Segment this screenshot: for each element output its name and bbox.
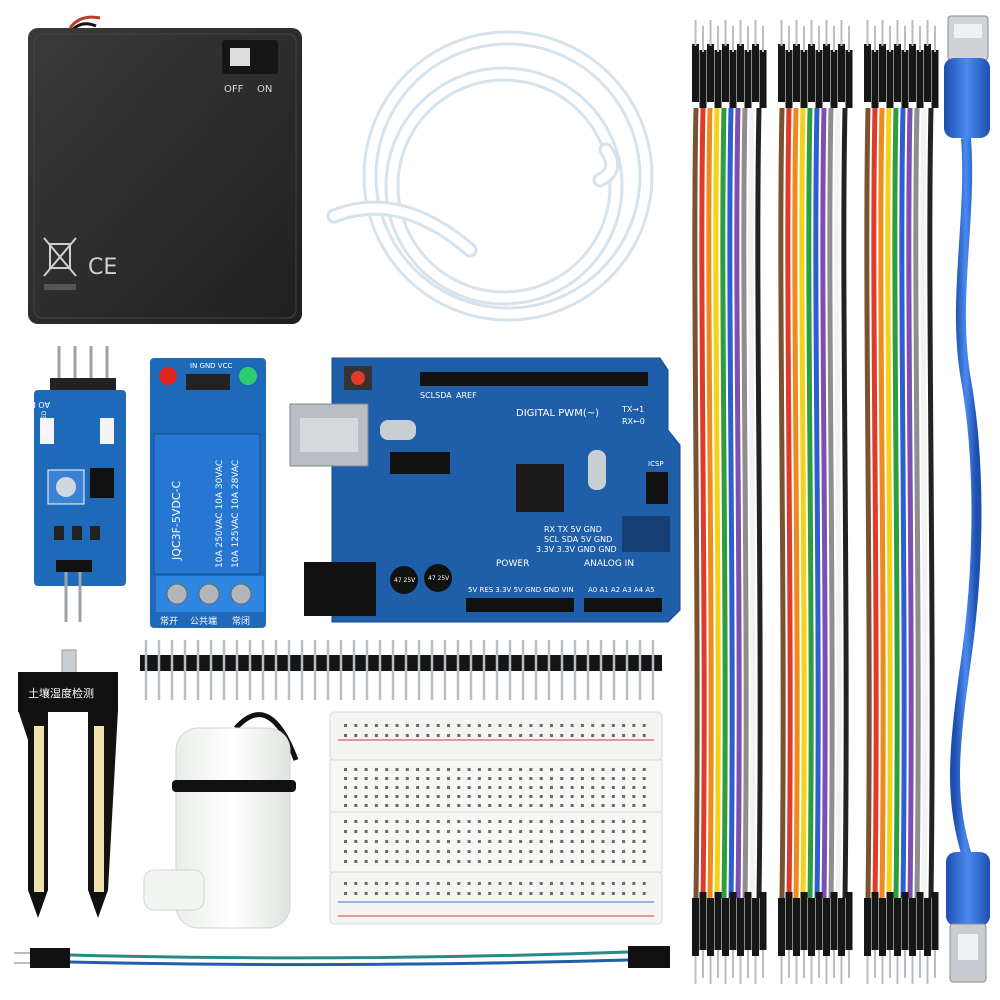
ce-mark: CE: [88, 255, 117, 280]
cap2-label: 47 25V: [428, 575, 450, 582]
rx-label: RX←0: [622, 417, 645, 426]
aref-label: AREF: [456, 391, 477, 400]
tx-label: TX→1: [621, 405, 644, 414]
water-pump-icon: [143, 712, 299, 929]
digital-label: DIGITAL PWM(~): [516, 408, 599, 419]
pwr-led-label: PWR-LED: [41, 410, 48, 438]
weee-bin-icon: [43, 237, 77, 277]
relay-term-1: 常开: [160, 615, 178, 627]
jumper-wire-bundles: [692, 20, 939, 984]
usb-cable-icon: [944, 15, 990, 983]
relay-term-2: 公共端: [190, 615, 217, 627]
module-pin-labels: AO DO GND VCC: [0, 400, 50, 409]
relay-term-3: 常闭: [232, 615, 250, 627]
side-33-label: 3.3V 3.3V GND GND: [536, 545, 617, 554]
jumper-wire-bundle: [692, 20, 767, 984]
power-pin-row: 5V RES 3.3V 5V GND GND VIN: [468, 586, 574, 594]
soil-probe-label: 土壤湿度检测: [28, 686, 94, 700]
icsp-label: ICSP: [648, 460, 664, 468]
side-rx-label: RX TX 5V GND: [544, 525, 602, 534]
relay-rating-1: 10A 250VAC 10A 30VAC: [215, 460, 225, 568]
pin-header-icon: [140, 640, 662, 700]
jumper-wire-bundle: [864, 20, 939, 984]
breadboard-icon: [329, 711, 663, 925]
moisture-sensor-module-icon: AO DO GND VCC PWR-LED DO-LED: [0, 346, 134, 622]
relay-pin-labels: IN GND VCC: [190, 362, 232, 370]
side-scl-label: SCL SDA 5V GND: [544, 535, 612, 544]
analog-label: ANALOG IN: [584, 559, 634, 569]
battery-box-icon: OFF ON CE: [28, 15, 302, 324]
do-led-label: DO-LED: [127, 414, 134, 438]
soil-probe-icon: 土壤湿度检测: [18, 649, 118, 918]
tube-coil-icon: [326, 30, 654, 322]
relay-model: JQC3F-5VDC-C: [170, 480, 183, 561]
cap1-label: 47 25V: [394, 577, 416, 584]
scl-sda-label: SCLSDA: [420, 391, 452, 400]
jumper-wire-bundle: [778, 20, 853, 984]
relay-rating-2: 10A 125VAC 10A 28VAC: [231, 460, 241, 568]
dupont-wire-icon: [14, 946, 670, 968]
switch-off-label: OFF: [224, 84, 244, 95]
power-label: POWER: [496, 559, 529, 569]
switch-on-label: ON: [257, 84, 272, 95]
analog-pin-row: A0 A1 A2 A3 A4 A5: [588, 586, 655, 594]
uno-board-icon: SCLSDA AREF DIGITAL PWM(~) TX→1 RX←0 ICS…: [289, 357, 681, 623]
relay-module-icon: IN GND VCC JQC3F-5VDC-C 10A 250VAC 10A 3…: [150, 358, 266, 628]
